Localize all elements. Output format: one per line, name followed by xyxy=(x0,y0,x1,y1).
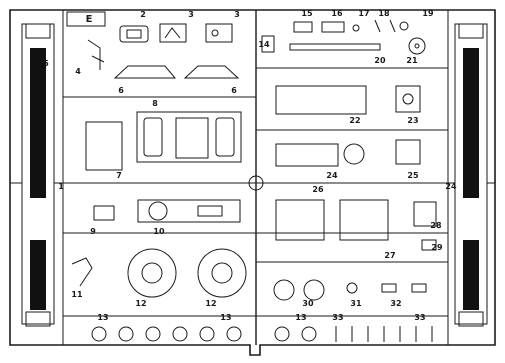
part-12-sprocket-b xyxy=(197,248,247,298)
left-track-strip xyxy=(21,23,55,327)
part-number-33b: 33 xyxy=(414,313,425,322)
center-gate-ring xyxy=(248,175,264,191)
part-number-4: 4 xyxy=(75,67,81,76)
part-32-links xyxy=(381,283,427,293)
part-number-18: 18 xyxy=(378,9,390,18)
part-number-32: 32 xyxy=(390,299,401,308)
sprue-letter-box xyxy=(66,11,106,27)
part-6-hinge-a xyxy=(113,65,177,79)
part-23-hatch xyxy=(395,85,421,113)
part-number-30: 30 xyxy=(302,299,314,308)
part-17-18-19-knobs xyxy=(352,19,409,33)
sprue-outer-frame xyxy=(9,9,496,356)
part-22-plate xyxy=(275,85,367,115)
part-3-bracket-a xyxy=(159,23,187,43)
part-number-27: 27 xyxy=(384,251,395,260)
part-number-13c: 13 xyxy=(295,313,306,322)
part-number-12a: 12 xyxy=(135,299,146,308)
part-6-hinge-b xyxy=(183,65,240,79)
part-11-lever xyxy=(71,257,93,287)
part-number-7: 7 xyxy=(116,171,122,180)
part-number-21: 21 xyxy=(406,56,418,65)
part-number-16: 16 xyxy=(331,9,343,18)
sprue-letter: E xyxy=(86,14,93,25)
part-number-6b: 6 xyxy=(231,86,237,95)
part-7-panel xyxy=(85,121,123,171)
part-28-29-parts xyxy=(413,201,437,251)
part-20-rail xyxy=(289,43,381,51)
part-number-26: 26 xyxy=(312,185,324,194)
part-number-23: 23 xyxy=(407,116,418,125)
part-number-24b: 24 xyxy=(445,182,457,191)
part-33-pins xyxy=(335,326,433,342)
part-8-hull-plate xyxy=(136,111,242,163)
part-number-24a: 24 xyxy=(326,171,338,180)
part-30-wheels xyxy=(273,279,325,301)
part-number-22: 22 xyxy=(349,116,360,125)
part-26-27-grilles xyxy=(275,199,389,241)
right-track-strip xyxy=(454,23,488,327)
part-number-33a: 33 xyxy=(332,313,343,322)
part-9-block xyxy=(93,205,115,221)
part-number-28: 28 xyxy=(430,221,442,230)
part-number-19: 19 xyxy=(422,9,434,18)
part-15-16-plates xyxy=(293,21,345,33)
part-number-13a: 13 xyxy=(97,313,108,322)
part-25-hatch xyxy=(395,139,421,165)
part-number-25: 25 xyxy=(407,171,419,180)
part-number-3b: 3 xyxy=(234,10,240,19)
part-21-disc xyxy=(408,37,426,55)
part-number-2: 2 xyxy=(140,10,146,19)
part-number-5: 5 xyxy=(43,59,49,68)
part-number-12b: 12 xyxy=(205,299,216,308)
part-14-clip xyxy=(261,35,275,53)
part-number-10: 10 xyxy=(153,227,165,236)
part-31-knob xyxy=(346,282,358,294)
part-24-plate xyxy=(275,143,365,167)
part-number-15: 15 xyxy=(301,9,313,18)
part-number-3a: 3 xyxy=(188,10,194,19)
part-number-9: 9 xyxy=(90,227,96,236)
part-number-13b: 13 xyxy=(220,313,231,322)
part-2-bracket xyxy=(119,25,149,43)
part-number-6a: 6 xyxy=(118,86,124,95)
part-13-road-wheels xyxy=(91,326,317,342)
part-number-20: 20 xyxy=(374,56,386,65)
part-number-31: 31 xyxy=(350,299,362,308)
part-10-panel xyxy=(137,199,241,223)
part-12-sprocket-a xyxy=(127,248,177,298)
part-4-crank xyxy=(87,39,105,70)
part-number-29: 29 xyxy=(431,243,443,252)
part-number-8: 8 xyxy=(152,99,158,108)
part-number-14: 14 xyxy=(258,40,270,49)
part-number-11: 11 xyxy=(71,290,83,299)
part-number-1: 1 xyxy=(58,182,64,191)
part-number-17: 17 xyxy=(358,9,369,18)
part-3-bracket-b xyxy=(205,23,233,43)
